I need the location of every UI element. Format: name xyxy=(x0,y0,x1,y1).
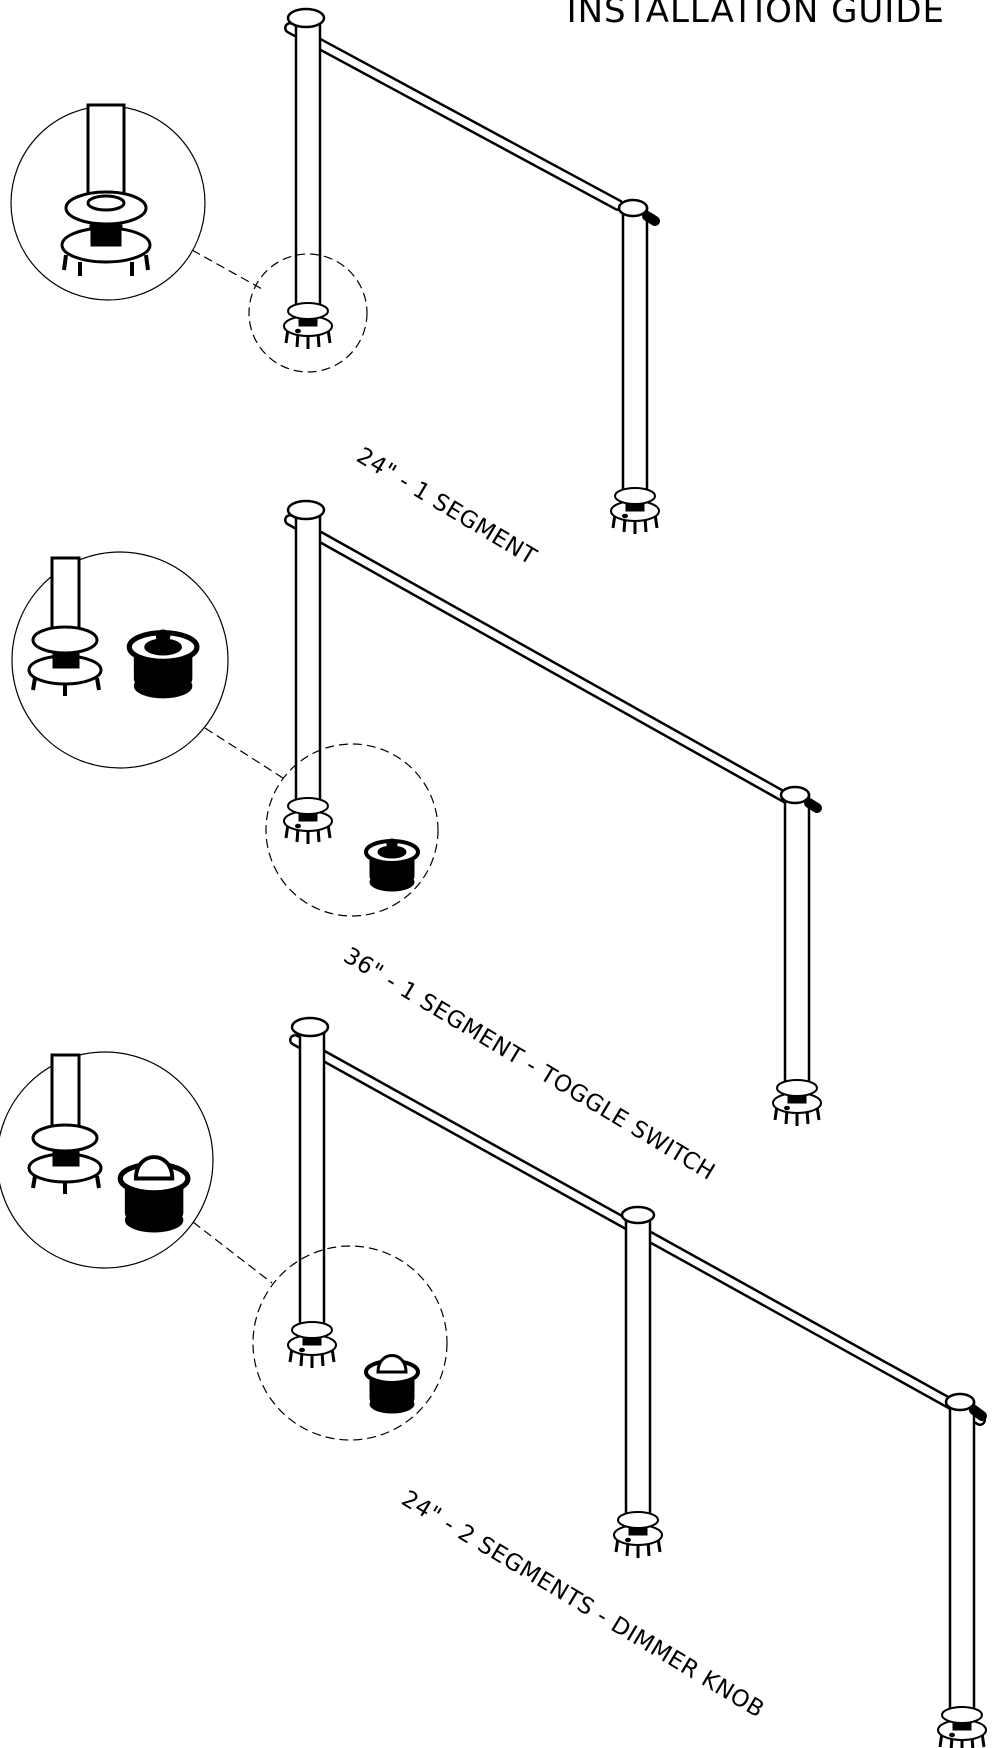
toggle-switch-icon xyxy=(364,837,420,893)
detail-zone xyxy=(248,253,368,373)
base-middle xyxy=(612,1510,664,1560)
post-right xyxy=(948,1400,976,1714)
base-left xyxy=(282,301,334,351)
post-left xyxy=(294,508,322,805)
base-right xyxy=(609,486,661,536)
assembly-24in-2-segments-dimmer-knob xyxy=(0,1016,988,1748)
detail-magnifier xyxy=(0,1051,214,1269)
post-right xyxy=(783,793,811,1087)
dimmer-knob-icon xyxy=(364,1353,420,1415)
base-right xyxy=(771,1078,823,1128)
config-label-1: 24" - 1 SEGMENT xyxy=(352,443,541,571)
post-right xyxy=(621,206,649,495)
config-label-3: 24" - 2 SEGMENTS - DIMMER KNOB xyxy=(397,1486,769,1724)
detail-zone xyxy=(265,743,439,917)
page-title: INSTALLATION GUIDE xyxy=(567,0,945,31)
base-left xyxy=(286,1320,338,1370)
base-right xyxy=(936,1705,988,1748)
assembly-36in-toggle-switch xyxy=(11,499,823,1128)
post-middle xyxy=(624,1213,652,1520)
detail-zone xyxy=(252,1245,448,1441)
config-label-2: 36" - 1 SEGMENT - TOGGLE SWITCH xyxy=(339,943,720,1186)
assembly-24in-1-segment xyxy=(10,7,661,536)
post-left xyxy=(294,16,322,310)
post-left xyxy=(298,1025,326,1329)
base-left xyxy=(282,796,334,846)
